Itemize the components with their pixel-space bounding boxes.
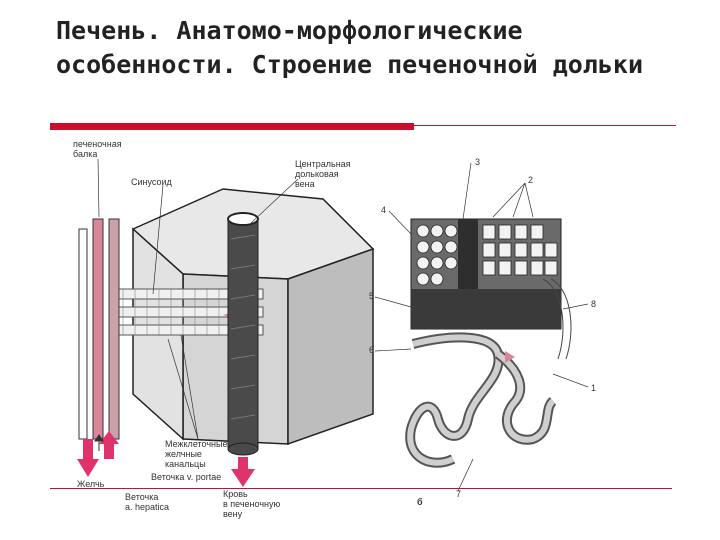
marker-5: 5 [369, 291, 375, 301]
label-central-vein: Центральная дольковая вена [295, 159, 351, 189]
marker-3: 3 [475, 157, 481, 167]
panel-b-detail [405, 218, 572, 468]
hexagon-lobule [112, 188, 375, 446]
marker-8: 8 [591, 299, 597, 309]
label-hepatic-artery-branch: Веточка a. hepatica [125, 492, 170, 512]
label-hepatic-beam: печеночная балка [73, 139, 122, 159]
title-underline-accent [50, 123, 414, 130]
marker-1: 1 [591, 383, 597, 393]
footer-line-right [372, 488, 672, 489]
liver-lobule-figure: печеночная балка Синусоид Центральная до… [73, 139, 621, 540]
central-vein [227, 212, 259, 456]
title-underline-thin [414, 125, 676, 126]
label-bile: Желчь [77, 479, 105, 489]
slide-title: Печень. Анатомо-морфологические особенно… [56, 16, 643, 79]
panel-letter-b: б [417, 497, 423, 507]
flow-arrows [77, 431, 255, 487]
portal-vessels [78, 218, 120, 440]
label-blood-to-vein: Кровь в печеночную вену [223, 489, 281, 519]
label-portal-branch: Веточка v. portae [151, 472, 222, 482]
label-sinusoid: Синусоид [131, 177, 172, 187]
marker-4: 4 [381, 205, 387, 215]
label-bile-canaliculi: Межклеточные желчные канальцы [165, 439, 228, 469]
marker-2: 2 [528, 175, 534, 185]
footer-line-left [50, 488, 372, 489]
marker-6: 6 [369, 345, 375, 355]
figure-drawing [77, 158, 589, 492]
marker-7: 7 [456, 489, 462, 499]
